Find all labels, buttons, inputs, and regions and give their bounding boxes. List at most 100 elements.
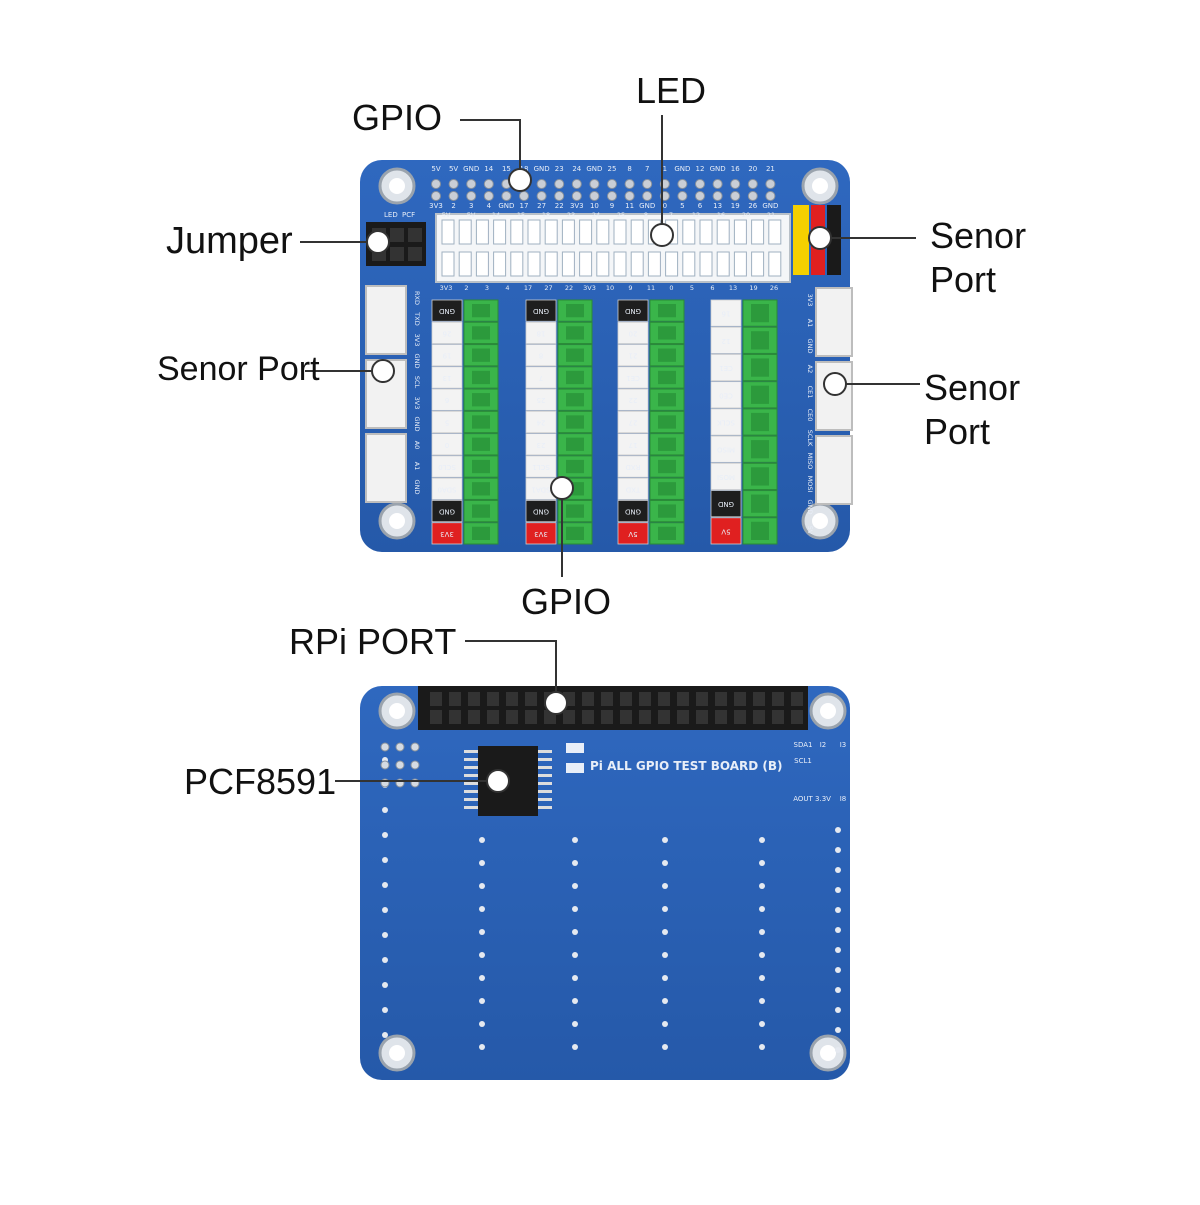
header-bottom-pin-label: 2	[451, 202, 455, 210]
terminal-label: 6	[444, 396, 449, 404]
led-top-label: 5V	[442, 211, 451, 219]
label-led: LED	[636, 70, 707, 111]
left-sensor-pin: GND	[413, 417, 421, 432]
terminal-label: 5V	[628, 530, 637, 538]
bottom-right-label: AOUT	[793, 795, 813, 803]
header-top-pin-label: GND	[463, 165, 479, 173]
left-sensor-pin: 3V3	[413, 334, 421, 347]
terminal-label: 20	[629, 329, 638, 337]
gpio-header-pads	[431, 179, 776, 201]
led-top-label: 20	[742, 211, 750, 219]
right-sensor-pin: MOSI	[806, 476, 814, 493]
right-sensor-pin: CE0	[806, 409, 814, 422]
right-sensor-pin: CE1	[806, 386, 814, 399]
header-top-pin-label: GND	[710, 165, 726, 173]
terminal-label: SCLK	[717, 419, 735, 427]
bottom-board-title: Pi ALL GPIO TEST BOARD (B)	[590, 759, 783, 773]
label-sensor-right-mid-line1: Senor	[924, 367, 1021, 408]
header-bottom-pin-label: 11	[625, 202, 634, 210]
terminal-label: 8	[539, 352, 543, 360]
right-sensor-pin: MISO	[806, 453, 814, 470]
terminal-label: CE1	[719, 364, 733, 372]
led-top-label: 16	[717, 211, 725, 219]
header-top-pin-label: 15	[502, 165, 511, 173]
terminal-label: MISO	[716, 446, 735, 454]
label-sensor-right-top-line1: Senor	[930, 215, 1027, 256]
terminal-label: 13	[443, 374, 452, 382]
header-bottom-pin-label: 27	[537, 202, 546, 210]
header-top-pin-label: 20	[748, 165, 757, 173]
terminal-label: 0	[445, 441, 449, 449]
bottom-right-label: 3.3V	[815, 795, 831, 803]
header-bottom-pin-label: 3V3	[429, 202, 443, 210]
right-sensor-pin: A2	[806, 365, 814, 374]
left-sensor-pin: GND	[413, 480, 421, 495]
terminal-label: SCL0	[438, 463, 456, 471]
header-top-pin-label: 24	[572, 165, 581, 173]
right-sensor-pin: SCLK	[806, 430, 814, 447]
right-sensor-pin: 5V	[806, 526, 814, 535]
terminal-label: 26	[442, 329, 451, 337]
label-sensor-left: Senor Port	[157, 350, 320, 388]
led-top-label: 23	[567, 211, 575, 219]
header-top-pin-label: 8	[627, 165, 631, 173]
right-sensor-pin: A1	[806, 319, 814, 328]
led-top-label: 7	[669, 211, 673, 219]
led-top-label: 8	[644, 211, 648, 219]
terminal-label: 5V	[721, 527, 730, 535]
jumper-label-pcf: PCF	[402, 211, 415, 219]
led-top-label: 21	[767, 211, 775, 219]
terminal-label: 25	[537, 396, 546, 404]
terminal-label: 21	[629, 352, 638, 360]
terminal-label: CE1	[626, 374, 640, 382]
header-bottom-pin-label: 0	[663, 202, 667, 210]
mounting-holes-bottom	[378, 692, 847, 1072]
led-top-label: 18	[542, 211, 550, 219]
mounting-holes-top	[378, 167, 839, 540]
left-sensor-pin: GND	[413, 354, 421, 369]
terminal-label: GND	[718, 500, 734, 508]
header-bottom-pin-label: GND	[498, 202, 514, 210]
terminal-label: RXD	[625, 463, 640, 471]
top-board: 5V5VGND141518GND2324GND25871GND12GND1620…	[360, 160, 853, 552]
led-bottom-label: 19	[749, 284, 757, 292]
terminal-label: 17	[629, 441, 638, 449]
led-bottom-label: 0	[669, 284, 673, 292]
terminal-label: 19	[443, 352, 452, 360]
terminal-label: TXD	[626, 485, 641, 493]
label-pcf8591: PCF8591	[184, 761, 337, 802]
led-top-label: 14	[492, 211, 500, 219]
terminal-label: CE0	[719, 391, 733, 399]
right-sensor-pin: GND	[806, 500, 814, 515]
header-top-pin-label: 12	[696, 165, 705, 173]
led-bottom-label: 10	[606, 284, 614, 292]
led-bottom-label: 3	[485, 284, 489, 292]
terminal-label: 3V3	[534, 530, 548, 538]
label-rpi-port: RPi PORT	[289, 621, 457, 662]
terminal-label: 27	[629, 419, 638, 427]
terminal-label: 16	[721, 310, 730, 318]
jumper-label-led: LED	[384, 211, 398, 219]
header-bottom-pin-label: 3	[469, 202, 473, 210]
terminal-label: SDA0	[438, 485, 457, 493]
left-sensor-connectors	[365, 285, 407, 503]
left-sensor-pin: A0	[413, 441, 421, 450]
terminal-label: GND	[533, 307, 549, 315]
header-top-pin-label: 16	[731, 165, 740, 173]
header-bottom-pin-label: GND	[762, 202, 778, 210]
header-top-pin-label: 25	[608, 165, 617, 173]
header-top-pin-label: 7	[645, 165, 649, 173]
header-top-pin-label: GND	[674, 165, 690, 173]
led-top-label: 12	[692, 211, 700, 219]
terminal-label: GND	[439, 307, 455, 315]
